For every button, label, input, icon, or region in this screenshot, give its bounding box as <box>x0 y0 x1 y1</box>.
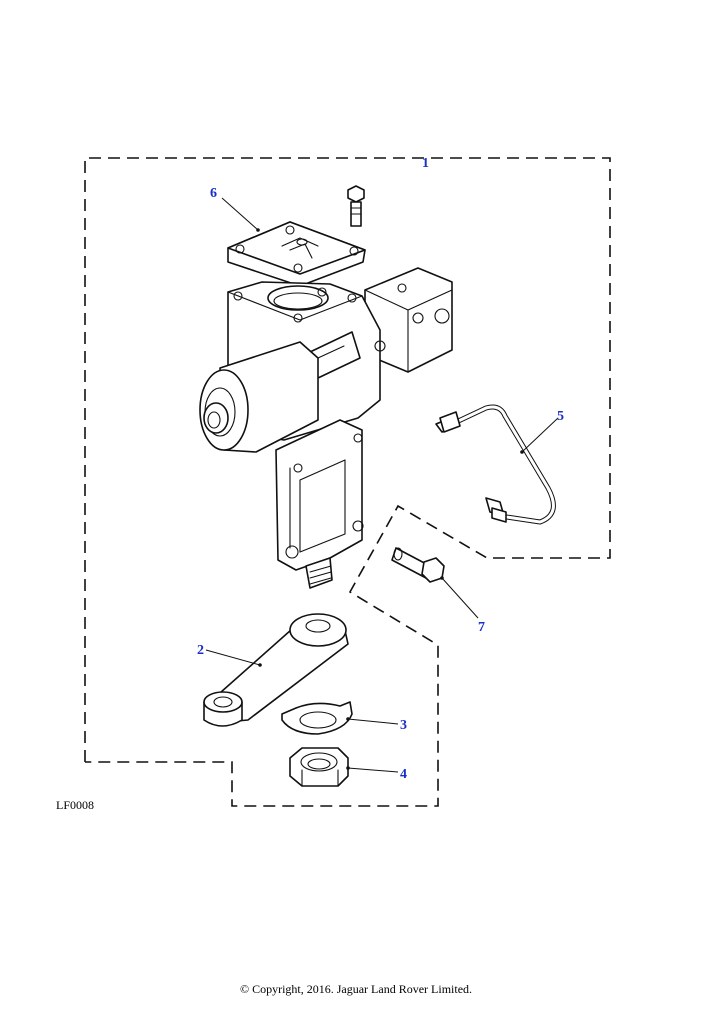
callout-1: 1 <box>422 156 429 171</box>
copyright-notice: © Copyright, 2016. Jaguar Land Rover Lim… <box>240 982 472 996</box>
callout-4: 4 <box>400 767 407 782</box>
callout-5: 5 <box>557 409 564 424</box>
callout-3: 3 <box>400 718 407 733</box>
drop-arm-part <box>203 613 349 727</box>
tab-washer-part <box>281 701 353 735</box>
bolt-part <box>391 547 445 583</box>
callout-6: 6 <box>210 186 217 201</box>
leader-lines <box>205 197 559 773</box>
steering-box-part <box>199 267 453 589</box>
diagram-reference-code: LF0008 <box>56 798 94 812</box>
cover-bolt-part <box>347 185 365 227</box>
pipe-part <box>435 404 556 525</box>
nut-part <box>289 747 349 787</box>
cover-plate-part <box>227 221 366 287</box>
callout-7: 7 <box>478 620 485 635</box>
callout-2: 2 <box>197 643 204 658</box>
